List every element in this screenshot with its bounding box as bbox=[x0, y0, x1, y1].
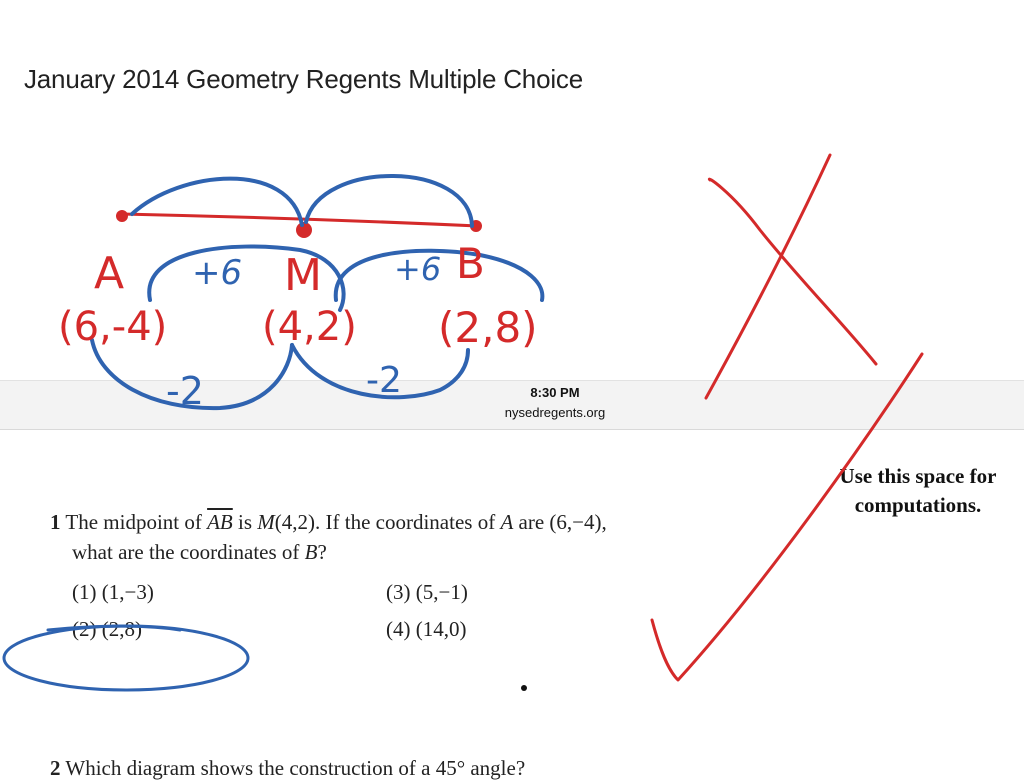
point-a-label: A bbox=[500, 510, 514, 534]
margin-note-line-2: computations. bbox=[854, 493, 982, 517]
arc-x-left bbox=[147, 244, 346, 312]
choice-label: (4) bbox=[386, 617, 411, 641]
q1-line2-start: what are the coordinates of bbox=[72, 540, 300, 564]
label-m: M bbox=[284, 250, 322, 301]
midpoint-label: M bbox=[257, 510, 275, 534]
choice-value: (14,0) bbox=[415, 617, 467, 641]
status-url: nysedregents.org bbox=[504, 405, 606, 420]
choice-value: (5,−1) bbox=[415, 580, 468, 604]
question-number: 1 bbox=[50, 510, 61, 534]
segment-ab: AB bbox=[207, 510, 233, 534]
label-b: B bbox=[456, 239, 485, 288]
coords-b: (2,8) bbox=[438, 303, 538, 352]
choice-label: (2) bbox=[72, 617, 97, 641]
choice-value: (1,−3) bbox=[101, 580, 154, 604]
question-number: 2 bbox=[50, 756, 61, 780]
choice-2[interactable]: (2) (2,8) bbox=[72, 617, 142, 642]
arc-m-to-b-top bbox=[304, 174, 474, 228]
question-2-text: Which diagram shows the construction of … bbox=[65, 756, 526, 780]
coords-m: (4,2) bbox=[262, 304, 357, 350]
point-b-dot bbox=[470, 220, 482, 232]
q1-text-before: The midpoint of bbox=[65, 510, 202, 534]
q1-line2-end: ? bbox=[317, 540, 327, 564]
page-title: January 2014 Geometry Regents Multiple C… bbox=[24, 64, 583, 94]
question-1-line-2: what are the coordinates of B? bbox=[72, 540, 327, 565]
segment-line bbox=[120, 212, 480, 228]
coords-a: (6,-4) bbox=[58, 304, 167, 350]
point-m-dot bbox=[296, 222, 312, 238]
status-bar: 8:30 PM nysedregents.org bbox=[0, 380, 1024, 430]
choice-4[interactable]: (4) (14,0) bbox=[386, 617, 467, 642]
computation-space-note: Use this space for computations. bbox=[818, 462, 1018, 520]
point-b-label: B bbox=[304, 540, 318, 564]
x-mark-stroke-2 bbox=[704, 153, 832, 400]
step-x-right: +6 bbox=[394, 250, 441, 288]
q1-text-are: are (6,−4), bbox=[518, 510, 607, 534]
choice-value: (2,8) bbox=[101, 617, 142, 641]
choice-label: (1) bbox=[72, 580, 97, 604]
q1-text-is: is bbox=[238, 510, 253, 534]
step-x-left: +6 bbox=[192, 253, 242, 293]
choice-3[interactable]: (3) (5,−1) bbox=[386, 580, 468, 605]
status-time: 8:30 PM bbox=[530, 385, 580, 400]
midpoint-coords: (4,2). If the coordinates of bbox=[274, 510, 496, 534]
arc-a-to-m-top bbox=[130, 176, 304, 227]
arc-x-right bbox=[333, 248, 545, 302]
choice-label: (3) bbox=[386, 580, 411, 604]
question-1-line-1: 1 The midpoint of AB is M(4,2). If the c… bbox=[50, 510, 607, 535]
stray-dot bbox=[521, 685, 527, 691]
margin-note-line-1: Use this space for bbox=[839, 464, 997, 488]
point-a-dot bbox=[116, 210, 128, 222]
x-mark-stroke-1 bbox=[707, 177, 878, 366]
question-2: 2 Which diagram shows the construction o… bbox=[50, 756, 525, 781]
label-a: A bbox=[94, 248, 124, 299]
choice-1[interactable]: (1) (1,−3) bbox=[72, 580, 154, 605]
